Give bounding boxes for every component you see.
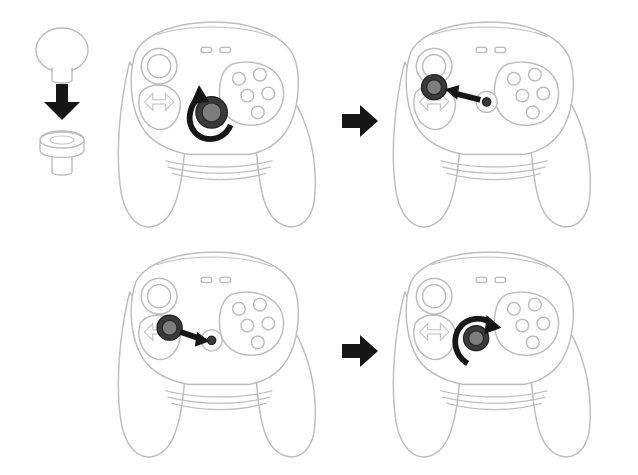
exposed-stem (475, 90, 498, 114)
new-cap-highlight (420, 73, 448, 101)
concave-cap-illustration (39, 130, 85, 176)
step-2-controller (392, 21, 592, 228)
cap-swap-down-arrow-icon (44, 84, 80, 120)
push-arrow-icon (179, 329, 210, 347)
step-4-controller (392, 251, 592, 458)
right-arrow-icon (342, 105, 378, 137)
rotate-counterclockwise-icon (186, 85, 234, 142)
new-cap-highlight (156, 314, 183, 341)
step-1-controller (117, 21, 317, 228)
push-arrow-icon (444, 85, 482, 103)
right-thumbstick-highlight (195, 96, 228, 129)
right-arrow-icon (342, 335, 378, 367)
rotate-clockwise-icon (452, 315, 502, 366)
right-thumbstick-highlight (462, 324, 490, 352)
domed-cap-illustration (35, 27, 89, 84)
step-3-controller (117, 251, 317, 458)
cap-swap-legend (35, 27, 89, 176)
exposed-stem (200, 329, 223, 352)
